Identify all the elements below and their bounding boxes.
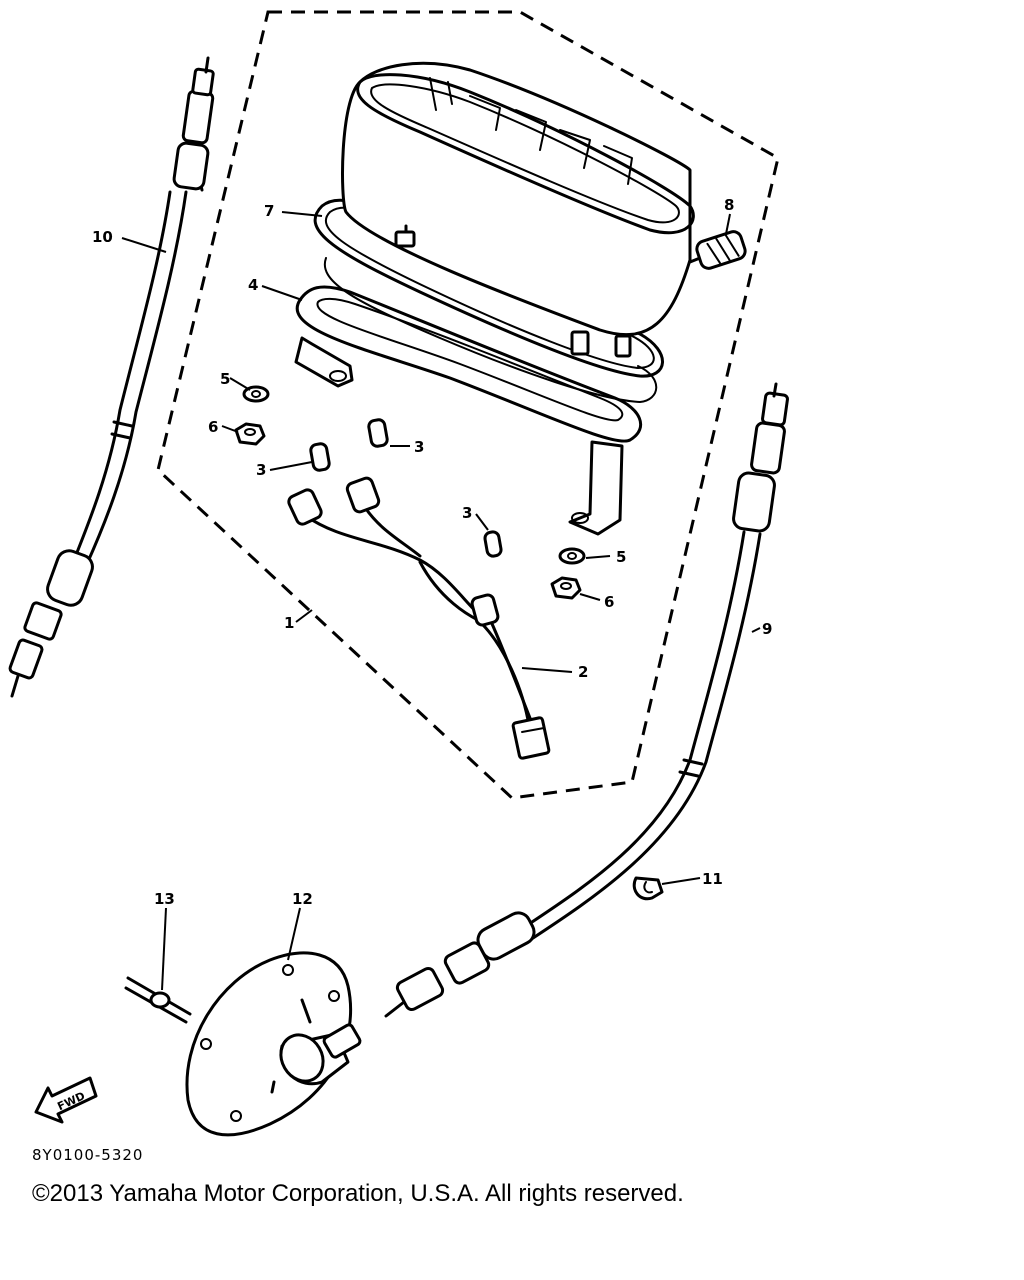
callout-3-lower: 3	[462, 504, 472, 522]
part-8-socket	[688, 230, 747, 270]
part-5-washer-left	[242, 385, 270, 403]
forward-direction-arrow-icon: FWD	[34, 1076, 98, 1124]
callout-8: 8	[724, 196, 734, 214]
callout-10: 10	[92, 228, 113, 246]
drawing-code: 8Y0100-5320	[32, 1146, 143, 1164]
part-3-bulb-left	[309, 442, 331, 472]
part-9-cable	[384, 382, 789, 1018]
part-6-nut-right	[550, 576, 582, 600]
part-4-bracket	[294, 285, 643, 536]
callout-11: 11	[702, 870, 723, 888]
copyright-notice: ©2013 Yamaha Motor Corporation, U.S.A. A…	[32, 1180, 684, 1207]
callout-5-left: 5	[220, 370, 230, 388]
part-5-washer-right	[558, 547, 586, 565]
callout-2: 2	[578, 663, 588, 681]
callout-9: 9	[762, 620, 772, 638]
meter-bezel-ring	[323, 257, 658, 403]
part-11-clamp	[632, 876, 664, 901]
part-13-pin	[124, 976, 192, 1024]
callout-4: 4	[248, 276, 258, 294]
meter-housing	[341, 61, 695, 358]
callout-13: 13	[154, 890, 175, 908]
part-6-nut-left	[234, 422, 266, 446]
part-3-bulb-center	[367, 418, 389, 448]
callout-7: 7	[264, 202, 274, 220]
part-3-bulb-lower	[483, 530, 503, 558]
callout-12: 12	[292, 890, 313, 908]
callout-1: 1	[284, 614, 294, 632]
callout-3-left: 3	[256, 461, 266, 479]
callout-6-left: 6	[208, 418, 218, 436]
callout-3-center: 3	[414, 438, 424, 456]
callout-5-right: 5	[616, 548, 626, 566]
part-2-wire-harness	[287, 476, 551, 760]
part-10-cable	[8, 56, 215, 698]
callout-6-right: 6	[604, 593, 614, 611]
part-12-drive-unit	[185, 951, 362, 1137]
leader-lines	[121, 211, 761, 991]
